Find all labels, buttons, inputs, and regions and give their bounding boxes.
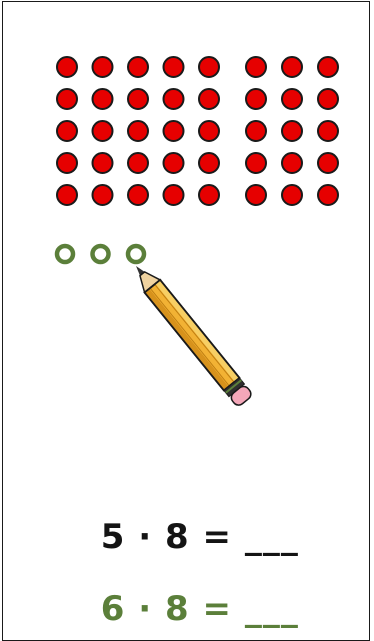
red-dot xyxy=(318,57,338,77)
red-dot xyxy=(199,185,219,205)
red-dot xyxy=(282,57,302,77)
red-dot-array xyxy=(57,57,338,205)
red-dot xyxy=(199,57,219,77)
red-dot xyxy=(318,185,338,205)
equation-text: 6 · 8 = ___ xyxy=(101,589,299,629)
red-dot xyxy=(164,153,184,173)
red-dot xyxy=(57,153,77,173)
red-dot xyxy=(246,185,266,205)
red-dot xyxy=(93,185,113,205)
green-open-circle xyxy=(93,246,109,262)
red-dot xyxy=(246,121,266,141)
red-dot xyxy=(164,57,184,77)
red-dot xyxy=(246,57,266,77)
red-dot xyxy=(282,121,302,141)
red-dot xyxy=(128,121,148,141)
red-dot xyxy=(164,185,184,205)
red-dot xyxy=(93,57,113,77)
red-dot xyxy=(246,89,266,109)
red-dot xyxy=(282,89,302,109)
red-dot xyxy=(164,121,184,141)
red-dot xyxy=(318,89,338,109)
equation-five-times-eight: 5 · 8 = ___ xyxy=(0,477,374,557)
red-dot xyxy=(128,153,148,173)
red-dot xyxy=(57,57,77,77)
red-dot xyxy=(128,185,148,205)
red-dot xyxy=(199,89,219,109)
red-dot xyxy=(57,89,77,109)
equation-six-times-eight: 6 · 8 = ___ xyxy=(0,549,374,629)
added-row-circles xyxy=(57,246,144,262)
red-dot xyxy=(199,121,219,141)
green-open-circle xyxy=(128,246,144,262)
red-dot xyxy=(57,185,77,205)
red-dot xyxy=(282,185,302,205)
red-dot xyxy=(282,153,302,173)
red-dot xyxy=(93,153,113,173)
red-dot xyxy=(164,89,184,109)
pencil-icon xyxy=(128,260,253,408)
red-dot xyxy=(199,153,219,173)
red-dot xyxy=(318,121,338,141)
red-dot xyxy=(57,121,77,141)
green-open-circle xyxy=(57,246,73,262)
red-dot xyxy=(93,89,113,109)
red-dot xyxy=(318,153,338,173)
red-dot xyxy=(128,89,148,109)
red-dot xyxy=(93,121,113,141)
red-dot xyxy=(246,153,266,173)
red-dot xyxy=(128,57,148,77)
